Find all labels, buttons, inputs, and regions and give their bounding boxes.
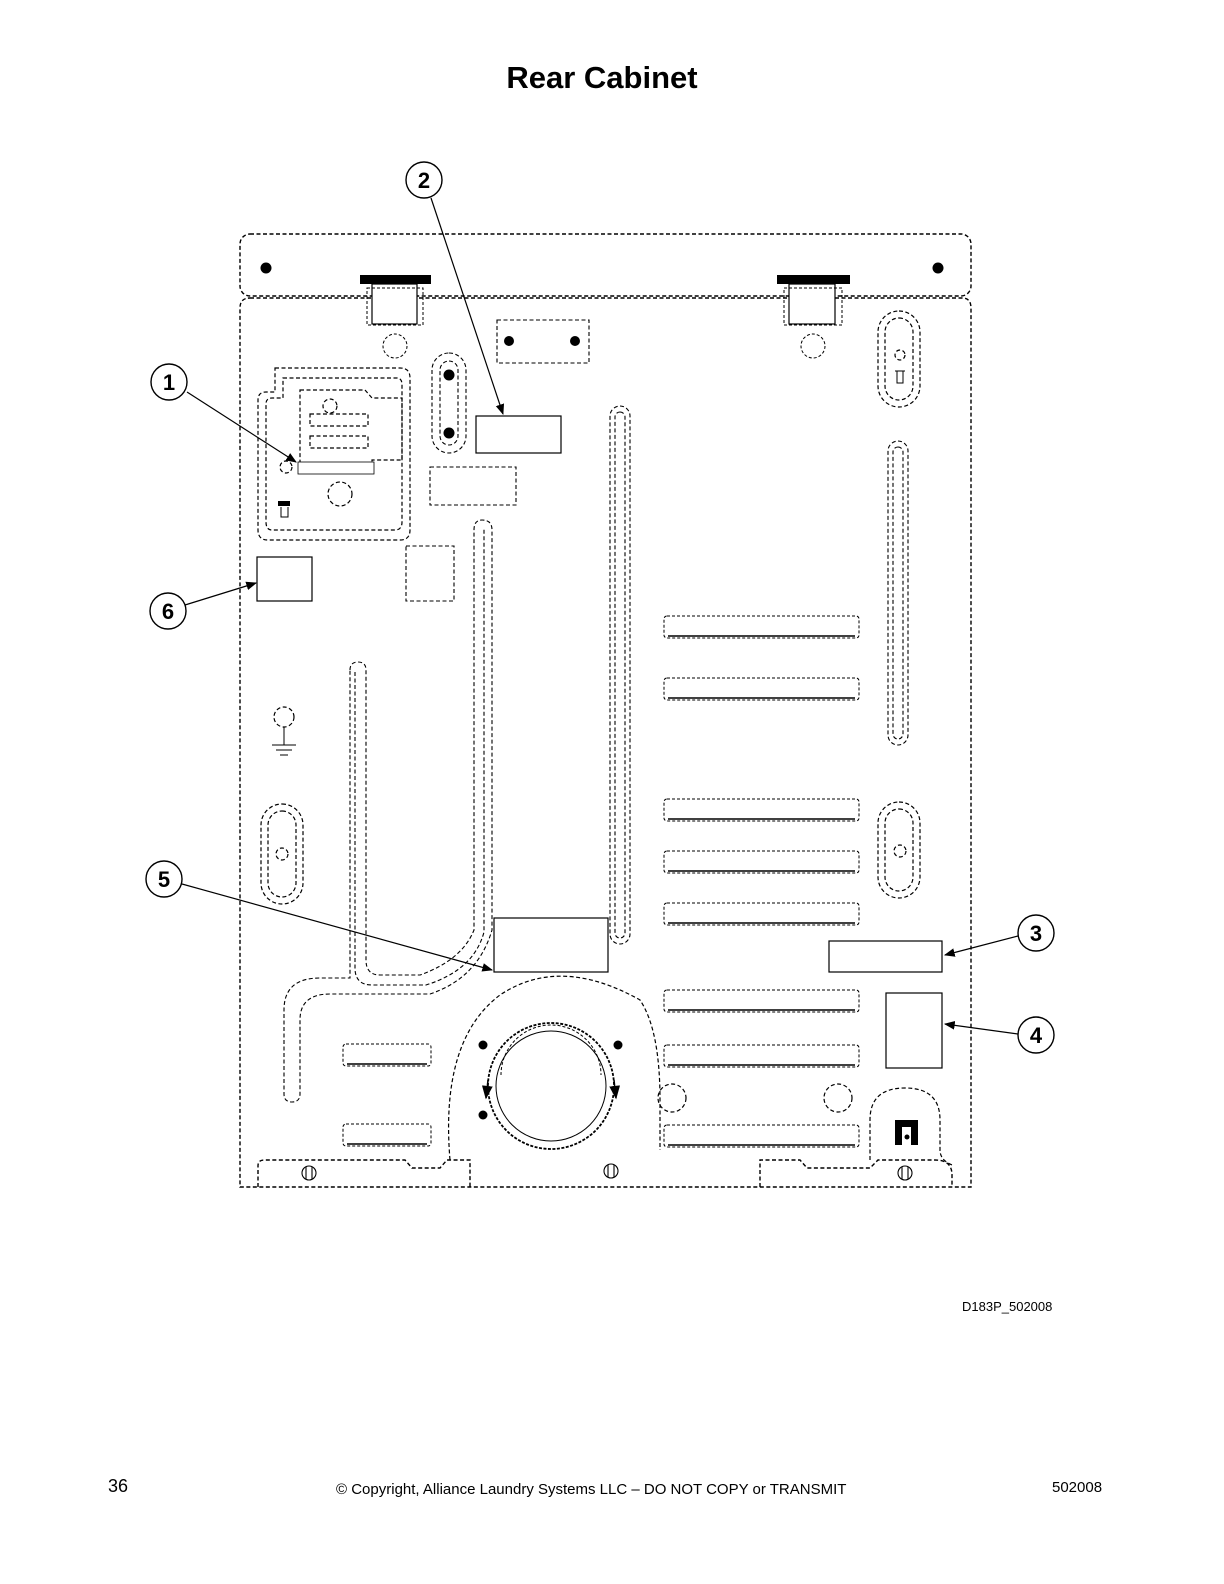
callout-3-label: 3 (1030, 921, 1042, 946)
part-6-box (256, 556, 313, 602)
callout-5-label: 5 (158, 867, 170, 892)
part-4-box (885, 992, 943, 1069)
copyright-notice: © Copyright, Alliance Laundry Systems LL… (336, 1481, 847, 1498)
bottom-screws (301, 1163, 913, 1181)
page-title: Rear Cabinet (506, 60, 698, 95)
document-number: 502008 (1052, 1479, 1103, 1496)
exhaust-opening (447, 975, 661, 1161)
part-3-box (828, 940, 943, 973)
callout-6: 6 (149, 592, 187, 630)
callout-1: 1 (150, 363, 188, 401)
callout-1-label: 1 (163, 370, 175, 395)
callout-2-label: 2 (418, 168, 430, 193)
callout-3: 3 (1017, 914, 1055, 952)
slots (342, 615, 860, 1148)
ribs (283, 405, 909, 1103)
cabinet-outline (239, 233, 972, 1188)
part-2-box (475, 415, 562, 454)
callout-4-label: 4 (1030, 1023, 1043, 1048)
part-5-box (493, 917, 609, 973)
leader-lines (181, 197, 1019, 1035)
callout-5: 5 (145, 860, 183, 898)
top-flange-features (260, 262, 944, 359)
callout-6-label: 6 (162, 599, 174, 624)
callout-2: 2 (405, 161, 443, 199)
corner-terminal (869, 1087, 953, 1166)
figure-id: D183P_502008 (962, 1299, 1053, 1314)
ground-symbol (272, 727, 296, 756)
page-number: 36 (108, 1476, 129, 1496)
oval-mounts (260, 310, 921, 1113)
callout-4: 4 (1017, 1016, 1055, 1054)
